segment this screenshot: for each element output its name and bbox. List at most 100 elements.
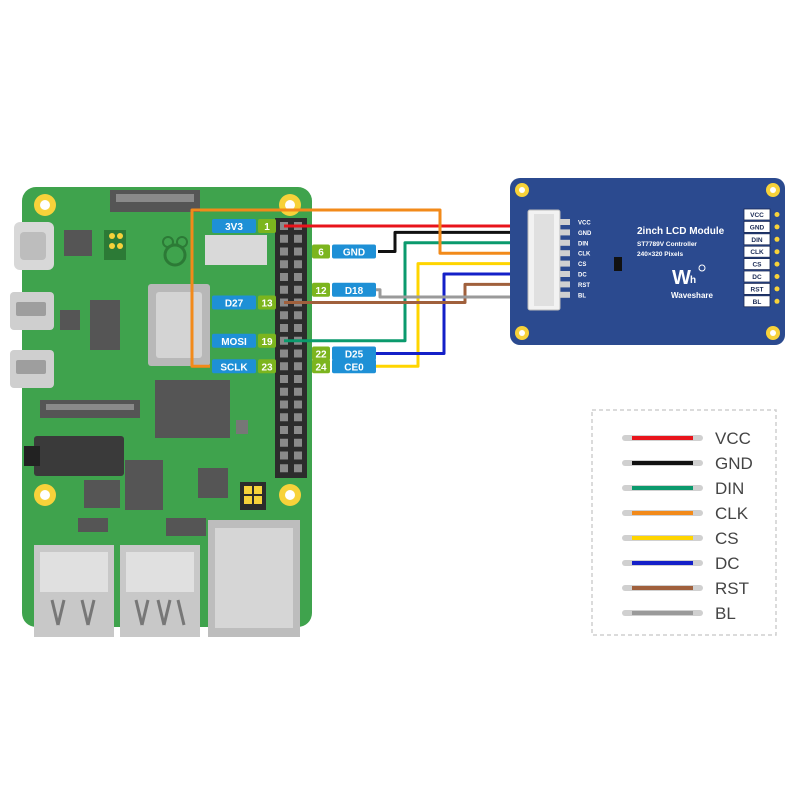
waveshare-logo-icon: W h [672, 264, 706, 289]
gpio-pin [280, 260, 288, 269]
legend-label: CLK [715, 504, 749, 523]
pin-function-label: D18 [345, 286, 364, 297]
lcd-connector-pin [560, 291, 570, 298]
usb-port [34, 545, 114, 637]
lcd-side-label: RST [751, 286, 764, 293]
lcd-side-label-box [743, 295, 771, 308]
legend-label: RST [715, 579, 749, 598]
gpio-pin [280, 387, 288, 396]
lcd-side-label: VCC [750, 212, 764, 219]
gpio-pin [280, 247, 288, 256]
pin-number-label: 13 [261, 299, 273, 310]
lcd-side-label: GND [750, 224, 765, 231]
legend-box [591, 409, 777, 636]
gpio-pin [294, 273, 302, 281]
lcd-connector-pin [560, 271, 570, 277]
pin-function-label: D27 [225, 299, 244, 310]
pin-label-d27: D27 13 [212, 295, 276, 310]
gpio-pin [280, 426, 288, 434]
lcd-mounting-hole-icon [515, 183, 780, 340]
gpio-pin [280, 400, 288, 409]
legend-label: DIN [715, 479, 744, 498]
lcd-connector-label: CS [578, 262, 586, 268]
svg-text:h: h [690, 275, 696, 286]
legend-item-rst: RST [622, 579, 749, 598]
lcd-connector-label: DC [578, 273, 587, 279]
lcd-side-label: CLK [750, 249, 764, 256]
gpio-pin [294, 247, 302, 256]
lcd-side-label-box [743, 245, 771, 258]
gpio-pin [294, 387, 302, 396]
lcd-connector-pin [560, 239, 570, 246]
wire-dc [376, 272, 560, 355]
pin-number-label: 6 [318, 248, 324, 259]
gpio-pin [294, 234, 302, 243]
gpio-pin [294, 413, 302, 422]
pin-number-label: 19 [261, 337, 273, 348]
audio-jack [34, 436, 124, 476]
gpio-pin [294, 285, 302, 294]
lcd-pcb [510, 178, 785, 345]
gpio-pin [294, 362, 302, 371]
lcd-connector-label: DIN [578, 241, 588, 247]
pin-label-gnd: 6 GND [312, 244, 376, 259]
lcd-connector-label: CLK [578, 252, 591, 258]
gpio-pin [294, 438, 302, 447]
gpio-pin [280, 349, 288, 358]
wire-cs [376, 262, 560, 368]
wire-gnd [378, 230, 560, 253]
wire-din [284, 241, 560, 343]
raspberry-pi-logo [162, 236, 188, 267]
lcd-connector-pin [560, 219, 570, 225]
gpio-pin [294, 464, 302, 473]
lcd-title: 2inch LCD Module [637, 226, 725, 237]
lcd-side-label-box [743, 258, 771, 271]
pin-number-label: 24 [315, 362, 327, 373]
pin-function-label: 3V3 [225, 222, 243, 233]
gpio-pin [294, 324, 302, 332]
gpio-pin [280, 362, 288, 371]
gpio-pin [294, 375, 302, 383]
lcd-subtitle2: 240×320 Pixels [637, 251, 683, 258]
gpio-pin [294, 349, 302, 358]
lcd-side-label-box [743, 208, 771, 221]
lcd-subtitle1: ST7789V Controller [637, 241, 697, 248]
pin-number-label: 1 [264, 222, 270, 233]
legend-item-dc: DC [622, 554, 740, 573]
gpio-pin [280, 311, 288, 320]
svg-text:W: W [672, 267, 691, 289]
ram-chip [155, 380, 230, 438]
lcd-connector-pin [560, 281, 570, 288]
legend-label: DC [715, 554, 740, 573]
legend-item-gnd: GND [622, 454, 753, 473]
legend-item-cs: CS [622, 529, 739, 548]
gpio-pin [280, 464, 288, 473]
legend-label: CS [715, 529, 739, 548]
raspberry-pi-board [10, 187, 312, 637]
lcd-side-label: BL [753, 299, 762, 306]
gpio-pin [280, 324, 288, 332]
lcd-side-label-box [743, 282, 771, 295]
lcd-side-label-box [743, 270, 771, 283]
pin-function-label: SCLK [220, 362, 248, 373]
lcd-connector-pin [560, 250, 570, 257]
gpio-pin [280, 234, 288, 243]
ethernet-port [208, 520, 300, 637]
pin-function-label: GND [343, 248, 365, 259]
gpio-pin [280, 375, 288, 383]
gpio-pin [280, 438, 288, 447]
usb-port-2 [120, 545, 200, 637]
lcd-side-label: DC [752, 274, 762, 281]
lcd-connector-label: BL [578, 293, 586, 299]
legend-label: GND [715, 454, 753, 473]
legend-item-bl: BL [622, 604, 736, 623]
lcd-connector-label: GND [578, 231, 592, 237]
legend-item-din: DIN [622, 479, 744, 498]
lcd-side-label-box [743, 220, 771, 233]
wire-clk [190, 208, 560, 368]
